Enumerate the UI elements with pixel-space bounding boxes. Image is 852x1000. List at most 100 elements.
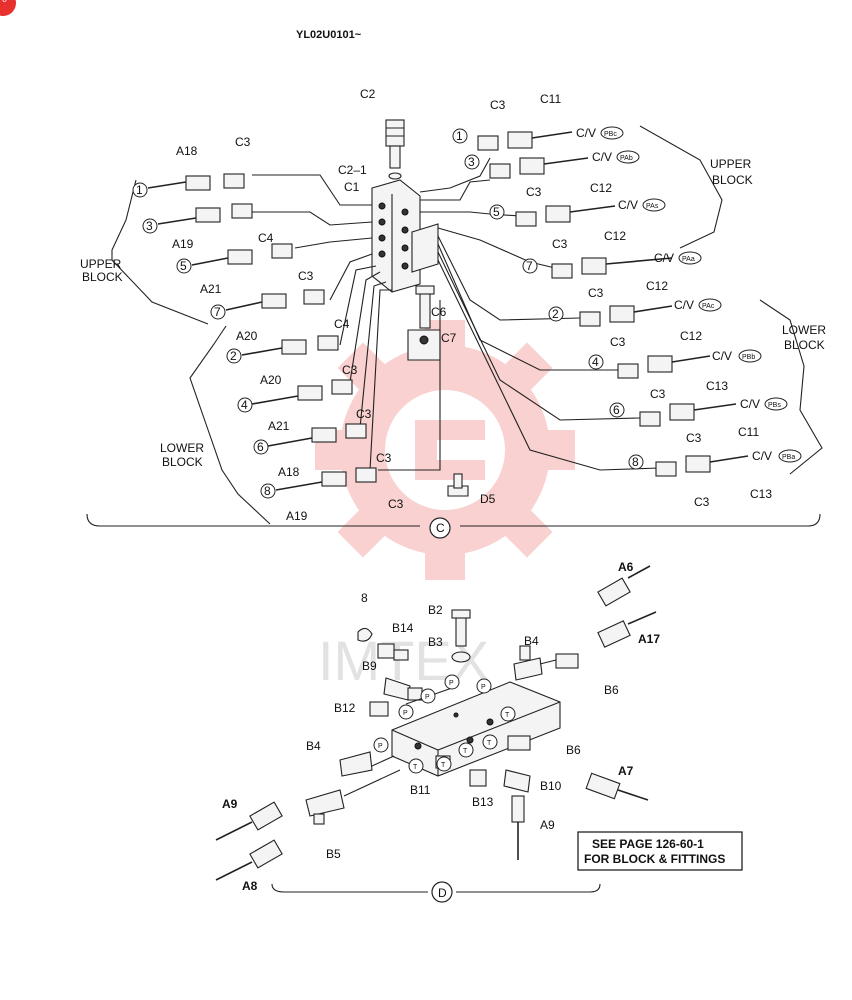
label-a19-upper: A19 bbox=[172, 237, 194, 251]
num-4-left: 4 bbox=[241, 398, 248, 412]
label-c7: C7 bbox=[441, 331, 457, 345]
label-c3-r4: C3 bbox=[588, 286, 604, 300]
label-cv-1: C/V bbox=[576, 126, 596, 140]
labels-d: 8 B2 B3 B14 B4 B9 B12 B6 B6 B4 B10 B11 B… bbox=[222, 560, 725, 900]
label-b4-lower: B4 bbox=[306, 739, 321, 753]
port-circles-d bbox=[373, 674, 516, 774]
label-a17: A17 bbox=[638, 632, 660, 646]
label-cv-7: C/V bbox=[740, 397, 760, 411]
label-c3-r2: C3 bbox=[526, 185, 542, 199]
label-b5: B5 bbox=[326, 847, 341, 861]
num-7-left: 7 bbox=[214, 305, 221, 319]
brackets-c bbox=[86, 125, 823, 527]
label-cv-4: C/V bbox=[654, 251, 674, 265]
num-2-right: 2 bbox=[552, 307, 559, 321]
hose-a19-upper bbox=[157, 203, 253, 225]
label-b14: B14 bbox=[392, 621, 414, 635]
label-lower-block-right-1: LOWER bbox=[782, 323, 826, 337]
bolt-c6 bbox=[415, 285, 435, 329]
label-a6: A6 bbox=[618, 560, 634, 574]
label-a9-left: A9 bbox=[222, 797, 238, 811]
hose-a21-upper bbox=[191, 243, 293, 266]
label-cv-6: C/V bbox=[712, 349, 732, 363]
note-line-2: FOR BLOCK & FITTINGS bbox=[584, 852, 725, 866]
circle-numbers-c bbox=[132, 128, 644, 499]
label-c3-r7: C3 bbox=[686, 431, 702, 445]
label-c2-1: C2–1 bbox=[338, 163, 367, 177]
label-cv-3: C/V bbox=[618, 198, 638, 212]
label-a18-upper: A18 bbox=[176, 144, 198, 158]
bolt-b2 bbox=[451, 609, 471, 647]
num-6-right: 6 bbox=[613, 403, 620, 417]
corner-badge-text: 0 bbox=[2, 0, 7, 16]
port-ovals-c bbox=[600, 126, 802, 463]
stray-number: 8 bbox=[361, 591, 368, 605]
tag-p-1: P bbox=[425, 694, 430, 701]
valve-block-c1 bbox=[371, 179, 439, 293]
label-c3-r3: C3 bbox=[552, 237, 568, 251]
label-b4-upper: B4 bbox=[524, 634, 539, 648]
label-c12-d: C12 bbox=[680, 329, 702, 343]
label-c4-upper: C4 bbox=[258, 231, 274, 245]
label-c11-lower: C11 bbox=[738, 425, 759, 439]
fitting-b14 bbox=[377, 643, 409, 661]
section-c-marker bbox=[429, 517, 451, 539]
hose-c11-upper bbox=[477, 131, 573, 151]
bracket-d bbox=[271, 883, 601, 893]
num-6-left: 6 bbox=[257, 440, 264, 454]
fitting-b6-upper bbox=[555, 653, 579, 669]
label-a18-lower: A18 bbox=[278, 465, 300, 479]
fitting-d5 bbox=[447, 473, 469, 497]
label-upper-block-right-1: UPPER bbox=[710, 157, 752, 171]
label-a20-upper: A20 bbox=[236, 329, 258, 343]
label-c12-b: C12 bbox=[604, 229, 626, 243]
port-pbc: PBc bbox=[604, 131, 617, 138]
num-1-left: 1 bbox=[136, 183, 143, 197]
tag-t-5: T bbox=[441, 762, 446, 769]
label-c3-r5: C3 bbox=[610, 335, 626, 349]
num-4-right: 4 bbox=[592, 355, 599, 369]
label-c11-upper: C11 bbox=[540, 92, 561, 106]
label-cv-5: C/V bbox=[674, 298, 694, 312]
hose-a6 bbox=[597, 565, 651, 607]
label-lower-block-left-2: BLOCK bbox=[162, 455, 203, 469]
hose-c12-d bbox=[579, 305, 673, 327]
label-c3-l6: C3 bbox=[388, 497, 404, 511]
label-cv-2: C/V bbox=[592, 150, 612, 164]
label-d5: D5 bbox=[480, 492, 496, 506]
label-lower-block-right-2: BLOCK bbox=[784, 338, 825, 352]
fittings-d bbox=[215, 565, 657, 881]
label-c3-r6: C3 bbox=[650, 387, 666, 401]
num-3-left: 3 bbox=[146, 219, 153, 233]
label-a19-lower: A19 bbox=[286, 509, 308, 523]
num-5-left: 5 bbox=[180, 259, 187, 273]
label-a21-upper: A21 bbox=[200, 282, 222, 296]
port-pas: PAs bbox=[646, 203, 659, 210]
port-pac: PAc bbox=[702, 303, 715, 310]
label-lower-block-left-1: LOWER bbox=[160, 441, 204, 455]
hose-c13-b bbox=[655, 455, 749, 477]
label-c1: C1 bbox=[344, 180, 360, 194]
left-hoses-c bbox=[147, 173, 377, 491]
tubes-c bbox=[252, 157, 661, 471]
label-c3-r1: C3 bbox=[490, 98, 506, 112]
label-b10: B10 bbox=[540, 779, 562, 793]
label-a7: A7 bbox=[618, 764, 634, 778]
hose-a18-lower bbox=[267, 423, 367, 447]
note-box bbox=[577, 831, 743, 871]
section-d-label: D bbox=[438, 886, 447, 900]
label-c3-r8: C3 bbox=[694, 495, 710, 509]
hose-c12-b bbox=[515, 205, 616, 227]
label-c6: C6 bbox=[431, 305, 447, 319]
tag-p-3: P bbox=[481, 684, 486, 691]
hose-a20-lower bbox=[241, 335, 339, 356]
diagram-code: YL02U0101~ bbox=[296, 29, 362, 41]
fitting-b5 bbox=[305, 789, 345, 825]
hose-a8 bbox=[215, 839, 283, 881]
port-pab: PAb bbox=[620, 155, 633, 162]
fitting-b9 bbox=[383, 677, 423, 701]
num-3-right: 3 bbox=[468, 155, 475, 169]
label-c3-l4: C3 bbox=[356, 407, 372, 421]
fitting-b4-upper bbox=[513, 645, 543, 681]
label-c12-a: C12 bbox=[590, 181, 612, 195]
